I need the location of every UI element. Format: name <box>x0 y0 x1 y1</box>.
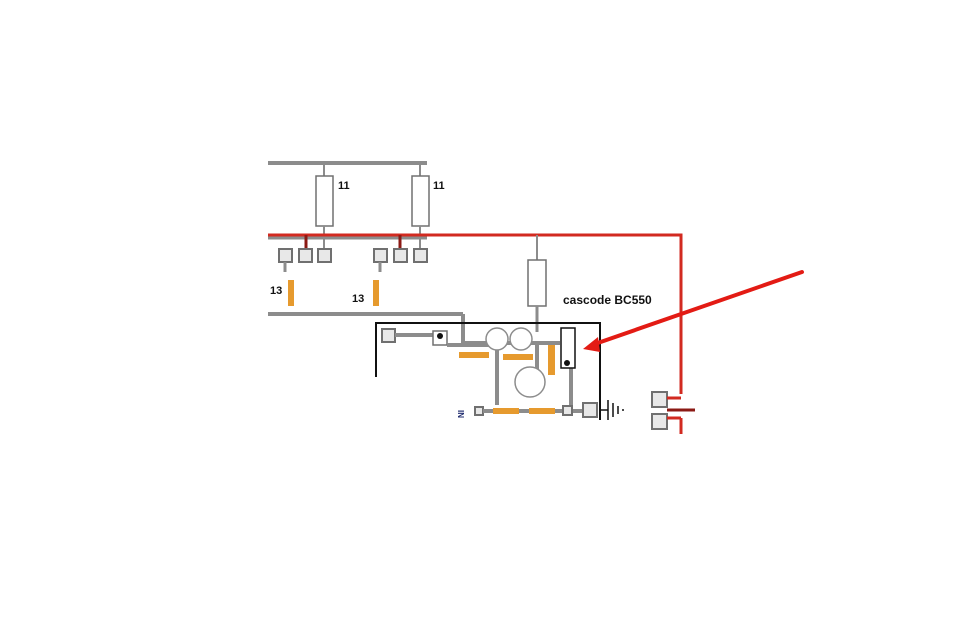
input-label: IN <box>456 410 465 418</box>
resistor-11-left <box>315 175 334 227</box>
capacitor-orange <box>459 352 489 358</box>
pad <box>317 248 332 263</box>
transistor-q3 <box>514 366 546 398</box>
pad <box>373 248 388 263</box>
resistor-13-left <box>288 280 294 306</box>
via-dot <box>564 360 570 366</box>
resistor-11-right <box>411 175 430 227</box>
transistor-q1 <box>485 327 509 351</box>
resistor-13-right <box>373 280 379 306</box>
red-power-rail <box>268 233 683 394</box>
pad <box>474 406 484 416</box>
cascode-label: cascode BC550 <box>563 293 652 307</box>
resistor-13-right-label: 13 <box>352 293 364 305</box>
pad <box>562 405 573 416</box>
resistor-cascode-load <box>527 259 547 307</box>
pad <box>651 413 668 430</box>
capacitor-orange <box>529 408 555 414</box>
pad <box>278 248 293 263</box>
capacitor-orange-vertical <box>548 345 555 375</box>
pad <box>298 248 313 263</box>
capacitor-orange <box>493 408 519 414</box>
ground-icon <box>600 400 624 420</box>
resistor-11-left-label: 11 <box>338 180 350 192</box>
pad <box>651 391 668 408</box>
resistor-13-left-label: 13 <box>270 285 282 297</box>
pad <box>381 328 396 343</box>
pad <box>413 248 428 263</box>
resistor-11-right-label: 11 <box>433 180 445 192</box>
cascode-board-outline <box>375 322 601 420</box>
pad <box>582 402 598 418</box>
transistor-q2 <box>509 327 533 351</box>
capacitor-orange <box>503 354 533 360</box>
via-dot <box>437 333 443 339</box>
cascode-bc550-transistor <box>560 327 576 369</box>
red-arrow-icon <box>583 270 804 352</box>
pad <box>393 248 408 263</box>
